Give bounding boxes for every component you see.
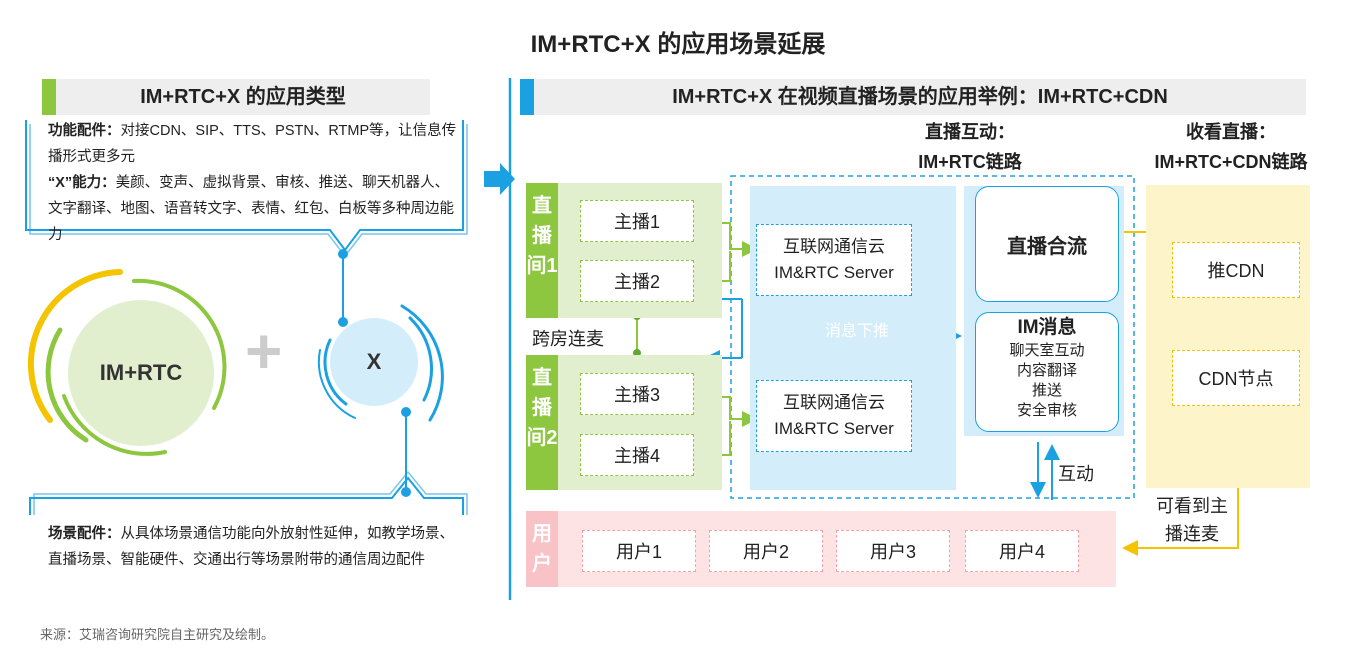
visible-mic-line1: 可看到主	[1156, 496, 1228, 516]
right-header: IM+RTC+X 在视频直播场景的应用举例：IM+RTC+CDN	[672, 86, 1168, 108]
left-header-bar	[42, 79, 430, 115]
live-interact-title: 直播互动： IM+RTC链路	[870, 117, 1070, 177]
im-title: IM消息	[1017, 317, 1077, 338]
func-label: 功能配件：	[48, 123, 121, 139]
server-2-line2: IM&RTC Server	[774, 419, 894, 438]
host-3: 主播3	[580, 373, 694, 415]
left-header-accent	[42, 79, 56, 115]
scene-label: 场景配件：	[48, 526, 121, 542]
x-label: “X”能力：	[48, 175, 116, 191]
visible-mic-line2: 播连麦	[1165, 524, 1219, 544]
im-item-1: 聊天室互动	[1009, 342, 1085, 359]
function-accessories: 功能配件：对接CDN、SIP、TTS、PSTN、RTMP等，让信息传播形式更多元…	[48, 118, 458, 248]
watch-title-1: 收看直播：	[1186, 122, 1276, 142]
push-cdn-box: 推CDN	[1172, 242, 1300, 298]
im-rtc-arcs	[27, 269, 227, 456]
im-item-4: 安全审核	[1016, 402, 1077, 419]
scene-accessories: 场景配件：从具体场景通信功能向外放射性延伸，如教学场景、直播场景、智能硬件、交通…	[48, 521, 458, 573]
x-text: 美颜、变声、虚拟背景、审核、推送、聊天机器人、文字翻译、地图、语音转文字、表情、…	[48, 175, 454, 243]
host-4: 主播4	[580, 434, 694, 476]
room2-label: 直播间2	[526, 355, 558, 490]
server-2: 互联网通信云 IM&RTC Server	[756, 380, 912, 452]
server-1-line2: IM&RTC Server	[774, 263, 894, 282]
server-1: 互联网通信云 IM&RTC Server	[756, 224, 912, 296]
left-header: IM+RTC+X 的应用类型	[140, 86, 346, 108]
bottom-callout-frame	[29, 470, 468, 515]
user-2: 用户2	[709, 530, 823, 572]
server-2-line1: 互联网通信云	[783, 393, 885, 412]
live-interact-title-1: 直播互动：	[925, 122, 1015, 142]
visible-mic-label: 可看到主 播连麦	[1140, 492, 1244, 548]
user-1: 用户1	[582, 530, 696, 572]
source-note: 来源：艾瑞咨询研究院自主研究及绘制。	[40, 627, 275, 642]
right-header-bar	[520, 79, 1306, 115]
interact-label: 互动	[1058, 464, 1094, 484]
im-message-box: IM消息 聊天室互动 内容翻译 推送 安全审核	[975, 312, 1119, 432]
x-arcs	[317, 304, 444, 422]
host-1: 主播1	[580, 200, 694, 242]
cross-room-mic: 跨房连麦	[532, 329, 604, 349]
cdn-node-box: CDN节点	[1172, 350, 1300, 406]
watch-title: 收看直播： IM+RTC+CDN链路	[1126, 117, 1336, 177]
user-3: 用户3	[836, 530, 950, 572]
live-merge-box: 直播合流	[975, 186, 1119, 302]
x-circle: X	[330, 318, 418, 406]
live-interact-title-2: IM+RTC链路	[918, 152, 1022, 172]
im-item-3: 推送	[1031, 382, 1062, 399]
watch-title-2: IM+RTC+CDN链路	[1154, 152, 1308, 172]
server-1-line1: 互联网通信云	[783, 237, 885, 256]
func-text: 对接CDN、SIP、TTS、PSTN、RTMP等，让信息传播形式更多元	[48, 123, 457, 165]
page-title: IM+RTC+X 的应用场景延展	[530, 31, 826, 58]
push-down-label: 消息下推	[824, 323, 889, 340]
user-4: 用户4	[965, 530, 1079, 572]
users-label: 用户	[526, 511, 558, 587]
cdn-column	[1146, 185, 1310, 488]
im-item-2: 内容翻译	[1016, 362, 1077, 379]
plus-sign: +	[245, 315, 283, 387]
host-2: 主播2	[580, 260, 694, 302]
scene-text: 从具体场景通信功能向外放射性延伸，如教学场景、直播场景、智能硬件、交通出行等场景…	[48, 526, 454, 568]
right-header-accent	[520, 79, 534, 115]
im-rtc-circle: IM+RTC	[68, 300, 214, 446]
room1-label: 直播间1	[526, 183, 558, 318]
